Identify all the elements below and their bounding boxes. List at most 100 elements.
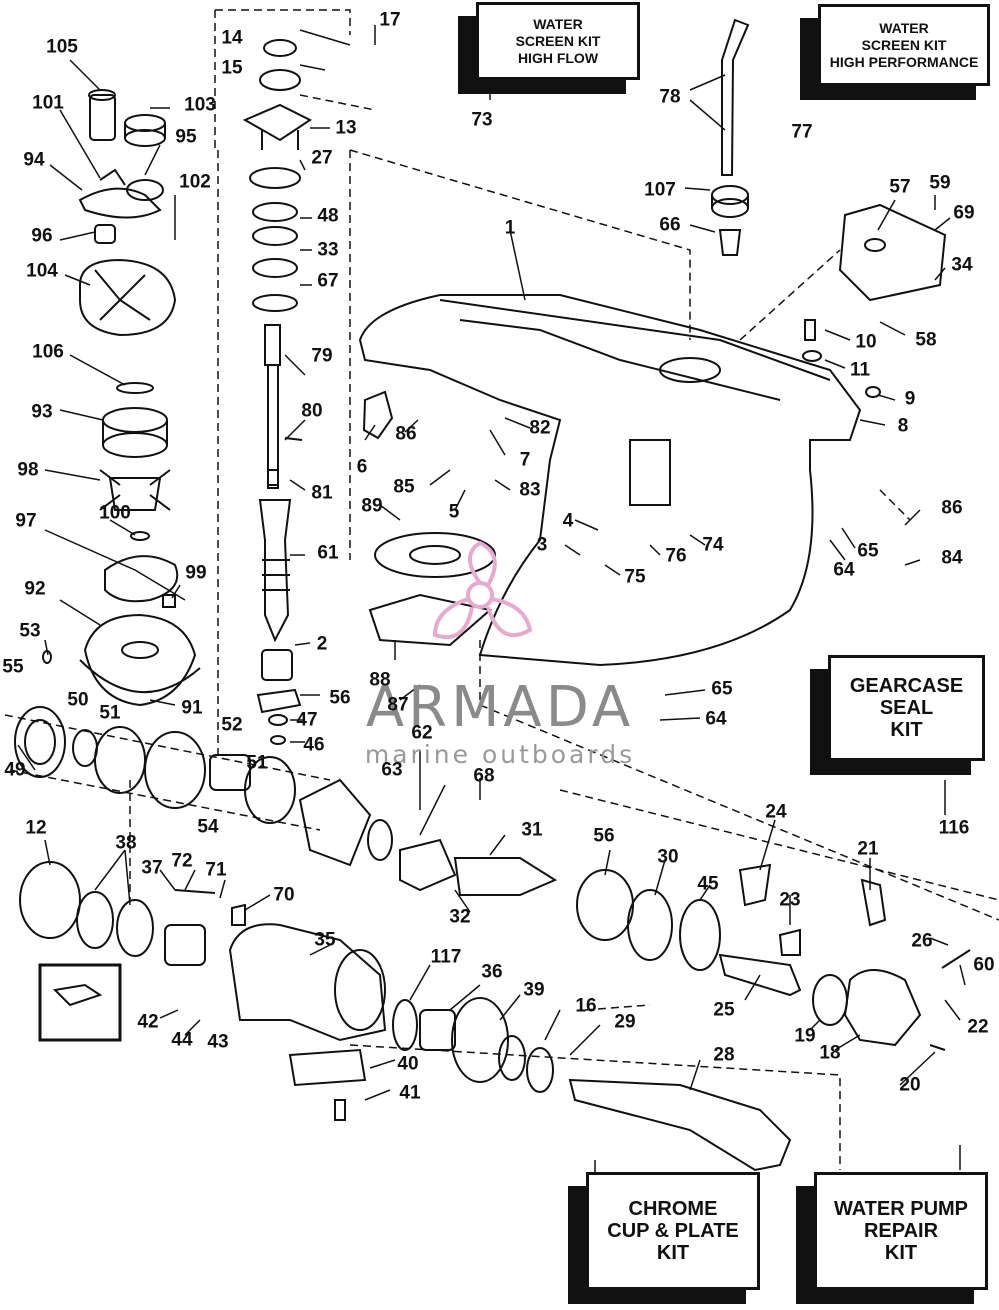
callout-65: 65 <box>711 678 733 700</box>
callout-15: 15 <box>221 57 243 79</box>
callout-21: 21 <box>857 838 879 860</box>
callout-91: 91 <box>181 697 203 719</box>
callout-47: 47 <box>296 709 318 731</box>
callout-70: 70 <box>273 884 295 906</box>
watermark: ARMADA marine outboards <box>350 675 650 770</box>
callout-81: 81 <box>311 482 333 504</box>
kit-line: WATER <box>879 19 929 36</box>
kit-line: GEARCASE <box>849 675 964 697</box>
callout-11: 11 <box>849 359 871 381</box>
callout-27: 27 <box>311 147 333 169</box>
callout-88: 88 <box>369 669 391 691</box>
water-pump-repair-kit: WATER PUMP REPAIR KIT <box>796 1172 988 1304</box>
callout-50: 50 <box>67 689 89 711</box>
callout-45: 45 <box>697 873 719 895</box>
callout-34: 34 <box>951 254 973 276</box>
kit-line: CHROME <box>628 1198 718 1220</box>
kit-line: HIGH FLOW <box>517 49 599 66</box>
callout-68: 68 <box>473 765 495 787</box>
callout-92: 92 <box>24 578 46 600</box>
kit-line: SEAL <box>879 697 934 719</box>
callout-99: 99 <box>185 562 207 584</box>
callout-69: 69 <box>953 202 975 224</box>
callout-55: 55 <box>2 656 24 678</box>
callout-59: 59 <box>929 172 951 194</box>
callout-58: 58 <box>915 329 937 351</box>
callout-53: 53 <box>19 620 41 642</box>
callout-116: 116 <box>938 817 970 839</box>
callout-103: 103 <box>184 94 216 116</box>
callout-86: 86 <box>395 423 417 445</box>
callout-37: 37 <box>141 857 163 879</box>
callout-42: 42 <box>137 1011 159 1033</box>
callout-64: 64 <box>833 559 855 581</box>
callout-74: 74 <box>702 534 724 556</box>
water-tube-parts <box>711 18 947 398</box>
callout-73: 73 <box>471 109 493 131</box>
callout-16: 16 <box>575 995 597 1017</box>
callout-44: 44 <box>171 1029 193 1051</box>
callout-46: 46 <box>303 734 325 756</box>
callout-25: 25 <box>713 999 735 1021</box>
watermark-tagline: marine outboards <box>364 740 636 769</box>
callout-104: 104 <box>26 260 58 282</box>
callout-3: 3 <box>536 534 548 556</box>
callout-52: 52 <box>221 714 243 736</box>
callout-18: 18 <box>819 1042 841 1064</box>
callout-51: 51 <box>246 752 268 774</box>
callout-94: 94 <box>23 149 45 171</box>
callout-28: 28 <box>713 1044 735 1066</box>
watermark-name: ARMADA <box>365 675 635 740</box>
kit-line: WATER PUMP <box>833 1198 969 1220</box>
water-screen-high-performance-kit: WATER SCREEN KIT HIGH PERFORMANCE <box>800 4 990 100</box>
lower-gear-parts <box>14 706 971 1172</box>
callout-23: 23 <box>779 889 801 911</box>
callout-77: 77 <box>791 121 813 143</box>
callout-87: 87 <box>387 694 409 716</box>
callout-26: 26 <box>911 930 933 952</box>
callout-4: 4 <box>562 510 574 532</box>
kit-line: REPAIR <box>863 1220 939 1242</box>
kit-line: SCREEN KIT <box>861 36 947 53</box>
callout-29: 29 <box>614 1011 636 1033</box>
kit-line: CUP & PLATE <box>607 1220 739 1242</box>
callout-76: 76 <box>665 545 687 567</box>
callout-43: 43 <box>207 1031 229 1053</box>
callout-36: 36 <box>481 961 503 983</box>
callout-82: 82 <box>529 417 551 439</box>
callout-85: 85 <box>393 476 415 498</box>
callout-56: 56 <box>593 825 615 847</box>
callout-49: 49 <box>4 759 26 781</box>
kit-line: KIT <box>884 1242 918 1264</box>
callout-106: 106 <box>32 341 64 363</box>
callout-100: 100 <box>99 502 131 524</box>
kit-line: KIT <box>656 1242 690 1264</box>
callout-97: 97 <box>15 510 37 532</box>
callout-89: 89 <box>361 495 383 517</box>
callout-61: 61 <box>317 542 339 564</box>
callout-51: 51 <box>99 702 121 724</box>
callout-9: 9 <box>904 388 916 410</box>
callout-96: 96 <box>31 225 53 247</box>
callout-95: 95 <box>175 126 197 148</box>
callout-65: 65 <box>857 540 879 562</box>
callout-40: 40 <box>397 1053 419 1075</box>
callout-19: 19 <box>794 1025 816 1047</box>
callout-7: 7 <box>519 449 531 471</box>
callout-30: 30 <box>657 846 679 868</box>
callout-60: 60 <box>973 954 995 976</box>
callout-5: 5 <box>448 501 460 523</box>
kit-line: KIT <box>890 719 923 741</box>
callout-72: 72 <box>171 850 193 872</box>
callout-38: 38 <box>115 832 137 854</box>
callout-32: 32 <box>449 906 471 928</box>
callout-48: 48 <box>317 205 339 227</box>
callout-1: 1 <box>504 217 516 239</box>
gearcase-housing <box>358 294 862 667</box>
callout-2: 2 <box>316 633 328 655</box>
callout-80: 80 <box>301 400 323 422</box>
callout-86: 86 <box>941 497 963 519</box>
callout-24: 24 <box>765 801 787 823</box>
callout-84: 84 <box>941 547 963 569</box>
